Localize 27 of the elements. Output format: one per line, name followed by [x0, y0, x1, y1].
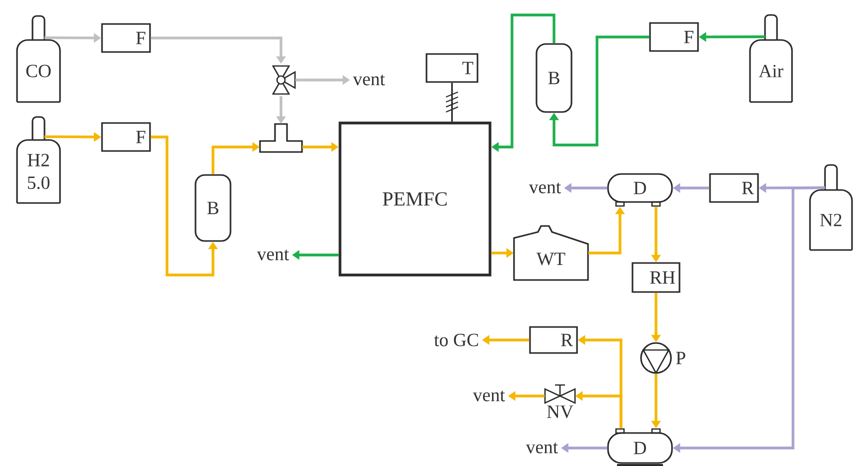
- vertical-vessel: B: [194, 174, 232, 242]
- gas-cylinder: H2 5.0: [16, 116, 61, 204]
- gas-cylinder: N2: [809, 164, 853, 251]
- horizontal-vessel: D: [607, 173, 673, 207]
- gas-cylinder: Air: [749, 14, 793, 103]
- instrument-box: R: [529, 326, 578, 354]
- tee-fitting: [259, 123, 303, 153]
- three-way-valve-symbol: [272, 65, 296, 95]
- instrument-box: R: [709, 173, 759, 203]
- instrument-box: F: [101, 23, 151, 53]
- instrument-box: T: [426, 53, 478, 83]
- outlet-label: vent: [472, 390, 505, 402]
- outlet-label: vent: [528, 182, 561, 194]
- instrument-box: RH: [632, 262, 680, 293]
- fuel-cell-box: PEMFC: [338, 122, 492, 276]
- outlet-label: vent: [352, 74, 385, 86]
- instrument-box: F: [101, 122, 151, 152]
- tank: WT: [513, 225, 589, 281]
- outlet-label: vent: [526, 442, 558, 454]
- instrument-box: F: [649, 22, 699, 52]
- vertical-vessel: B: [536, 43, 572, 113]
- outlet-label: vent: [256, 250, 289, 260]
- arrow: [549, 36, 650, 146]
- outlet-label: to GC: [434, 334, 478, 346]
- gas-cylinder: CO: [16, 15, 61, 103]
- connector-line: [451, 82, 453, 122]
- horizontal-vessel: D: [607, 428, 673, 466]
